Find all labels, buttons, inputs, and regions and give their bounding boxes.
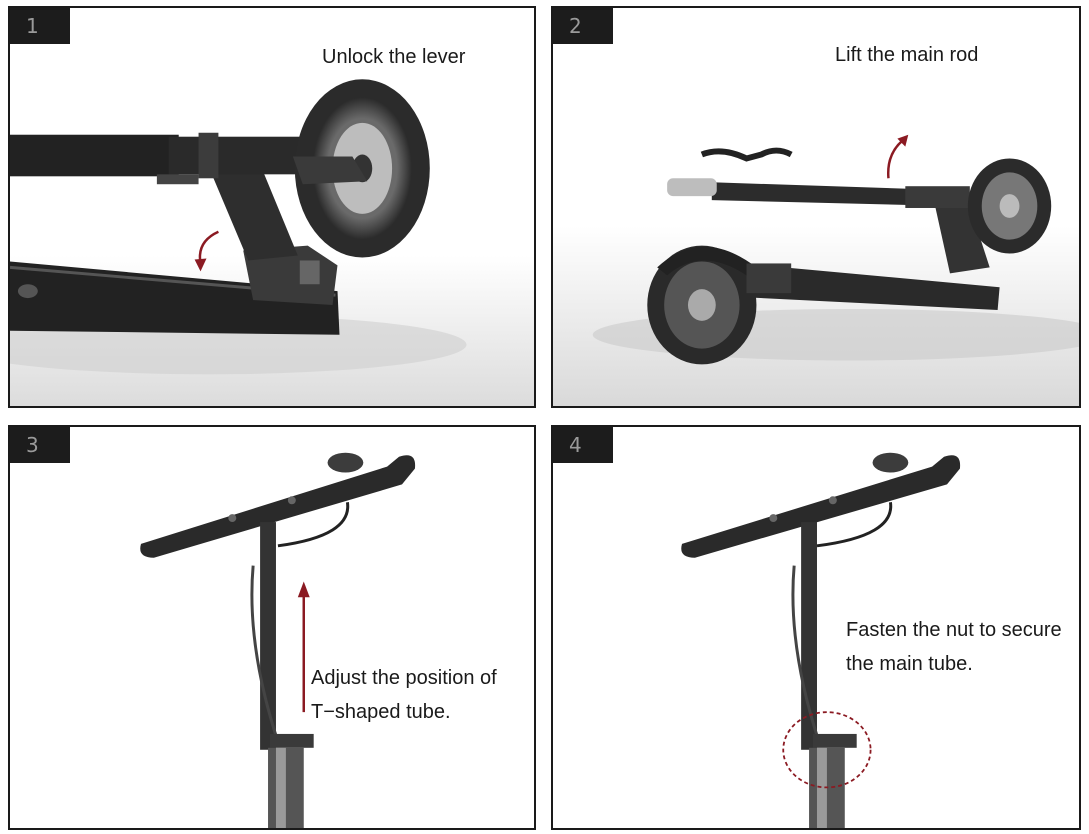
main-tube-illustration (681, 452, 961, 828)
step-number-badge: 3 (10, 427, 70, 463)
scooter-unfolding-illustration (553, 134, 1079, 406)
step-number-badge: 4 (553, 427, 613, 463)
step-number-badge: 2 (553, 8, 613, 44)
step-number-badge: 1 (10, 8, 70, 44)
step-3-caption-line-1: Adjust the position of (311, 667, 497, 689)
scooter-folded-illustration (10, 79, 534, 406)
lift-arrow-icon (886, 139, 904, 179)
t-tube-illustration (140, 452, 416, 828)
step-4-panel: 4 Fasten the nut to secure the main tube… (551, 425, 1081, 830)
step-3-caption-line-2: T−shaped tube. (311, 701, 451, 723)
step-3-caption: Adjust the position of T−shaped tube. (311, 661, 531, 729)
step-1-panel: 1 Unlock the lever (8, 6, 536, 408)
step-1-caption: Unlock the lever (322, 46, 466, 68)
step-3-panel: 3 Adjust the position of T−shaped tube. (8, 425, 536, 830)
step-2-caption: Lift the main rod (835, 44, 979, 66)
highlight-circle-icon (782, 711, 872, 789)
step-4-caption-line-1: Fasten the nut to secure (846, 619, 1062, 641)
step-2-panel: 2 Lift the main rod (551, 6, 1081, 408)
step-4-caption: Fasten the nut to secure the main tube. (846, 613, 1079, 681)
step-4-caption-line-2: the main tube. (846, 653, 973, 675)
